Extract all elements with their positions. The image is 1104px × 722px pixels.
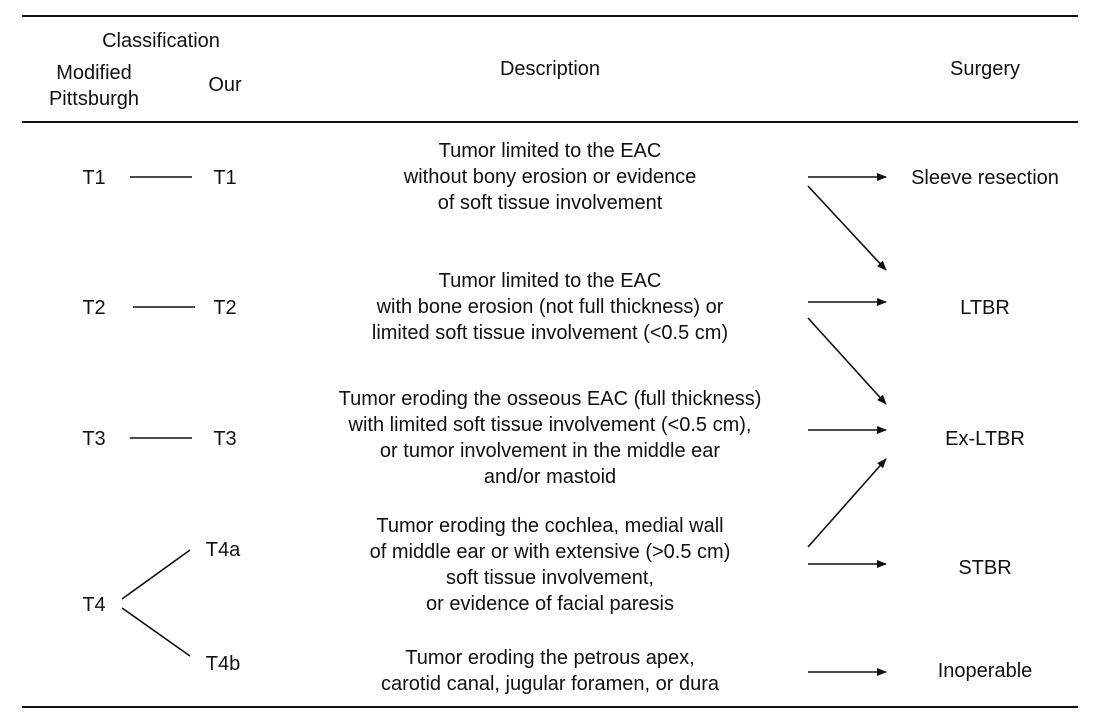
description-t2: Tumor limited to the EAC with bone erosi… bbox=[372, 268, 728, 346]
description-t1-line: of soft tissue involvement bbox=[437, 192, 663, 214]
our-t3: T3 bbox=[213, 428, 237, 450]
description-t2-line: with bone erosion (not full thickness) o… bbox=[376, 296, 724, 318]
description-t4a-line: or evidence of facial paresis bbox=[426, 593, 674, 615]
description-t1: Tumor limited to the EAC without bony er… bbox=[404, 138, 696, 216]
pittsburgh-t3: T3 bbox=[82, 428, 106, 450]
surgery-ltbr: LTBR bbox=[960, 297, 1010, 319]
header-classification: Classification bbox=[102, 30, 220, 52]
connector-t4-to-t4a bbox=[121, 549, 191, 600]
arrow-t4a-ex-ltbr bbox=[807, 458, 887, 548]
description-t4a-line: Tumor eroding the cochlea, medial wall bbox=[376, 515, 724, 537]
description-t4a-line: of middle ear or with extensive (>0.5 cm… bbox=[369, 541, 731, 563]
surgery-inoperable: Inoperable bbox=[937, 660, 1033, 682]
description-t4b: Tumor eroding the petrous apex, carotid … bbox=[381, 645, 719, 697]
header-surgery: Surgery bbox=[949, 58, 1021, 80]
description-t4a-line: soft tissue involvement, bbox=[446, 567, 654, 589]
header-modified-line2: Pittsburgh bbox=[48, 88, 140, 110]
surgery-sleeve-resection: Sleeve resection bbox=[911, 167, 1059, 189]
our-t4a: T4a bbox=[205, 539, 241, 561]
pittsburgh-t1: T1 bbox=[82, 167, 106, 189]
description-t4a: Tumor eroding the cochlea, medial wall o… bbox=[370, 513, 731, 617]
description-t3-line: Tumor eroding the osseous EAC (full thic… bbox=[338, 388, 762, 410]
pittsburgh-t2: T2 bbox=[82, 297, 106, 319]
description-t3-line: or tumor involvement in the middle ear bbox=[379, 440, 721, 462]
description-t2-line: limited soft tissue involvement (<0.5 cm… bbox=[371, 322, 729, 344]
description-t1-line: without bony erosion or evidence bbox=[403, 166, 697, 188]
header-modified-pittsburgh: Modified Pittsburgh bbox=[49, 60, 139, 112]
arrow-t2-ex-ltbr bbox=[807, 317, 887, 405]
our-t2: T2 bbox=[213, 297, 237, 319]
our-t1: T1 bbox=[213, 167, 237, 189]
header-description: Description bbox=[499, 58, 601, 80]
surgery-stbr: STBR bbox=[958, 557, 1012, 579]
header-modified-line1: Modified bbox=[56, 62, 132, 84]
description-t2-line: Tumor limited to the EAC bbox=[438, 270, 662, 292]
description-t4b-line: carotid canal, jugular foramen, or dura bbox=[381, 673, 719, 695]
description-t4b-line: Tumor eroding the petrous apex, bbox=[405, 647, 695, 669]
pittsburgh-t4: T4 bbox=[82, 594, 106, 616]
our-t4b: T4b bbox=[205, 653, 241, 675]
description-t1-line: Tumor limited to the EAC bbox=[438, 140, 662, 162]
description-t3-line: with limited soft tissue involvement (<0… bbox=[348, 414, 752, 436]
header-our: Our bbox=[208, 74, 242, 96]
connector-t4-to-t4b bbox=[121, 607, 191, 657]
description-t3-line: and/or mastoid bbox=[483, 466, 617, 488]
arrow-t1-ltbr bbox=[807, 185, 887, 271]
description-t3: Tumor eroding the osseous EAC (full thic… bbox=[339, 386, 762, 490]
surgery-ex-ltbr: Ex-LTBR bbox=[945, 428, 1025, 450]
